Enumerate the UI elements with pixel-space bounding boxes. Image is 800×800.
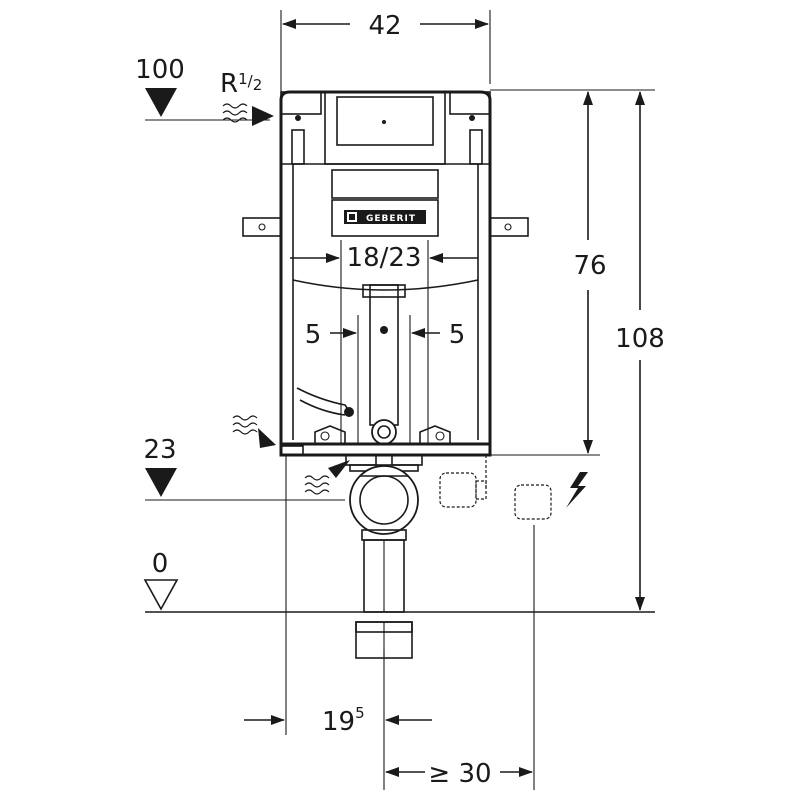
dashed-electric-socket: [514, 484, 552, 520]
waste-level-label: 23: [143, 435, 176, 465]
extension-lines: [145, 10, 655, 790]
lightning-icon: [566, 472, 588, 508]
level-marker-filled-icon: [145, 468, 177, 497]
width-top-label: 42: [368, 11, 401, 41]
svg-text:R1/2: R1/2: [220, 69, 262, 99]
height-frame-label: 76: [573, 251, 606, 281]
water-wave-icon: [222, 103, 248, 123]
dimension-width-top: 42: [282, 11, 489, 41]
floor-level-label: 0: [152, 549, 169, 579]
level-marker-filled-icon: [145, 88, 177, 117]
level-marker-outline-icon: [143, 579, 179, 611]
height-total-label: 108: [615, 324, 665, 354]
dashed-supply-socket: [439, 455, 487, 508]
installation-frame: [242, 90, 529, 457]
inner-span-label: 18/23: [347, 243, 422, 273]
level-waste: 23: [143, 435, 177, 497]
svg-text:195: 195: [322, 704, 365, 737]
dimension-height-frame: 76: [573, 91, 607, 454]
logo-text: GEBERIT: [366, 214, 416, 224]
thread-label: R: [220, 69, 238, 99]
dimension-pipe-offset: 195: [244, 704, 432, 737]
water-supply-level-label: 100: [135, 55, 185, 85]
water-wave-icon: [232, 415, 276, 448]
level-water-supply: 100: [135, 55, 185, 117]
dimension-height-total: 108: [615, 91, 665, 611]
water-connection: R1/2: [220, 69, 274, 126]
dimension-side-offsets: 5 5: [305, 315, 466, 445]
level-floor: 0: [143, 549, 179, 611]
left-offset-label: 5: [305, 320, 322, 350]
thread-sup: 1: [238, 70, 248, 88]
pipe-offset-sup: 5: [355, 704, 365, 722]
dimension-socket-distance: ≥ 30: [385, 759, 533, 789]
right-offset-label: 5: [449, 320, 466, 350]
water-supply-arrow: [252, 106, 274, 126]
pipe-offset-label: 19: [322, 707, 355, 737]
brand-logo: GEBERIT: [344, 210, 426, 224]
thread-sub: 2: [253, 76, 263, 94]
waste-pipe: [345, 454, 423, 659]
socket-distance-label: ≥ 30: [428, 759, 491, 789]
dimension-inner-span: 18/23: [290, 240, 478, 445]
water-wave-icon: [304, 460, 350, 495]
